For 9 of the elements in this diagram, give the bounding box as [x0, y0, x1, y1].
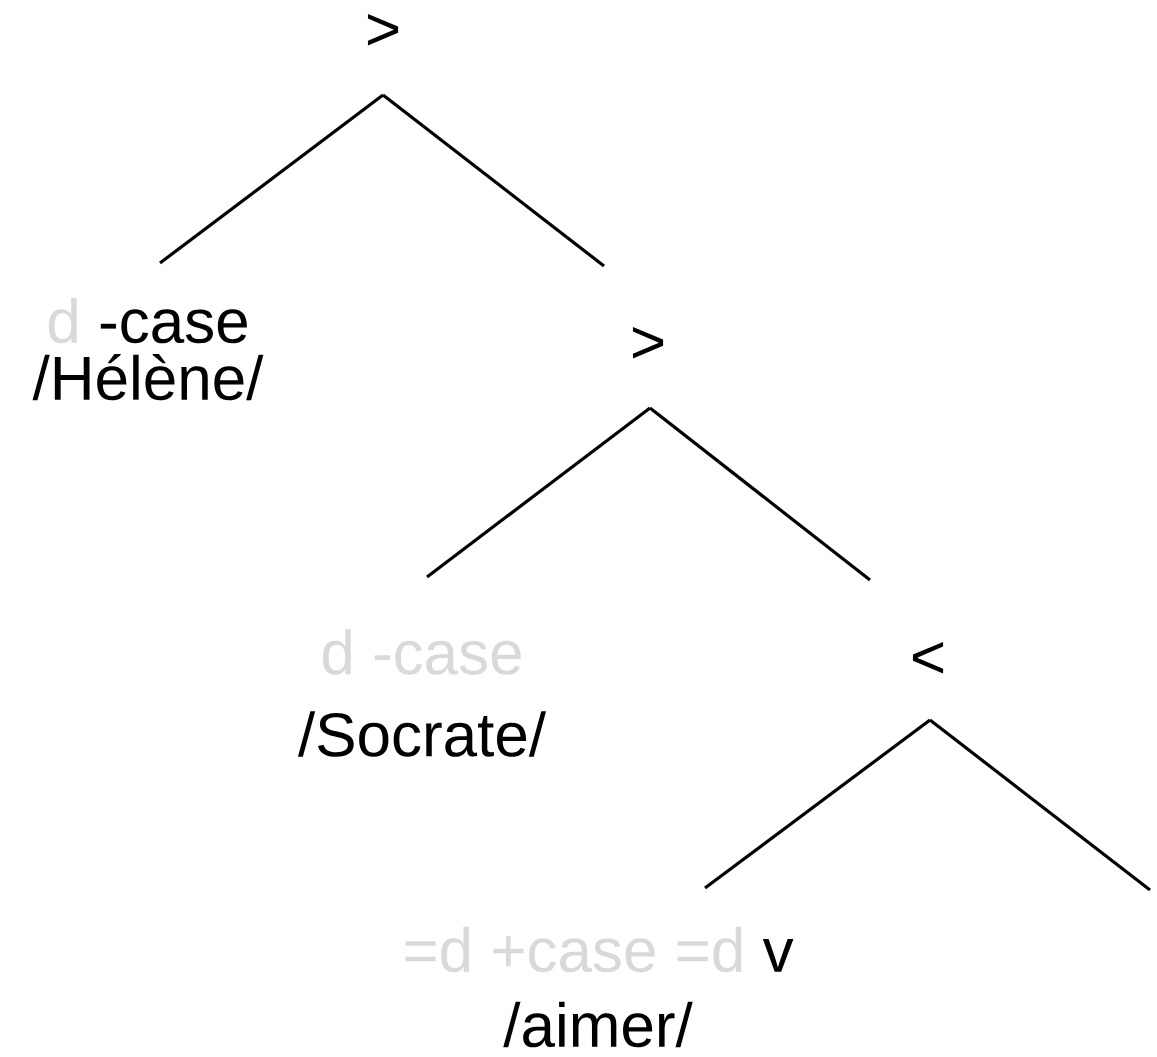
- tree-label: >: [632, 326, 664, 359]
- tree-label: >: [367, 13, 399, 46]
- branch-line: [426, 406, 651, 579]
- branch-line: [649, 406, 871, 582]
- branch-line: [159, 93, 384, 265]
- tree-label: <: [912, 641, 944, 674]
- branch-line: [382, 93, 605, 268]
- branch-line: [704, 718, 931, 890]
- branch-line: [929, 718, 1151, 892]
